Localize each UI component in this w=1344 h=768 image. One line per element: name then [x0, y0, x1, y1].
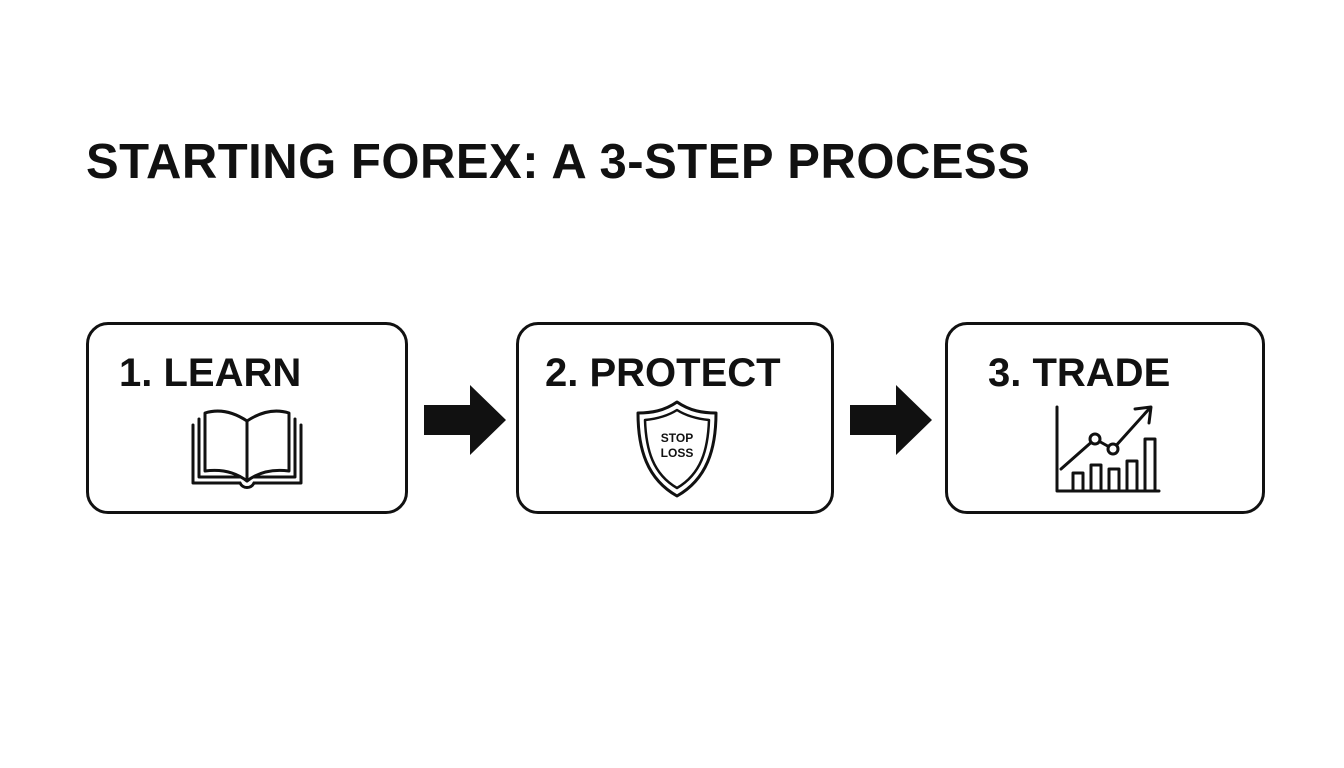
- arrow-right-icon: [850, 385, 932, 455]
- step-trade-box: 3. TRADE: [945, 322, 1265, 514]
- step-learn-box: 1. LEARN: [86, 322, 408, 514]
- step-protect-box: 2. PROTECT STOP LOSS: [516, 322, 834, 514]
- shield-icon: STOP LOSS: [636, 400, 718, 498]
- step-learn-label: 1. LEARN: [119, 351, 302, 395]
- stop-loss-badge-line-2: LOSS: [661, 446, 694, 460]
- chart-trend-up-icon: [1055, 405, 1161, 493]
- step-trade-label: 3. TRADE: [988, 351, 1171, 395]
- open-book-icon: [191, 409, 303, 489]
- stop-loss-badge-line-1: STOP: [661, 431, 693, 445]
- arrow-right-icon: [424, 385, 506, 455]
- diagram-title: STARTING FOREX: A 3-STEP PROCESS: [86, 135, 1031, 189]
- step-protect-label: 2. PROTECT: [545, 351, 781, 395]
